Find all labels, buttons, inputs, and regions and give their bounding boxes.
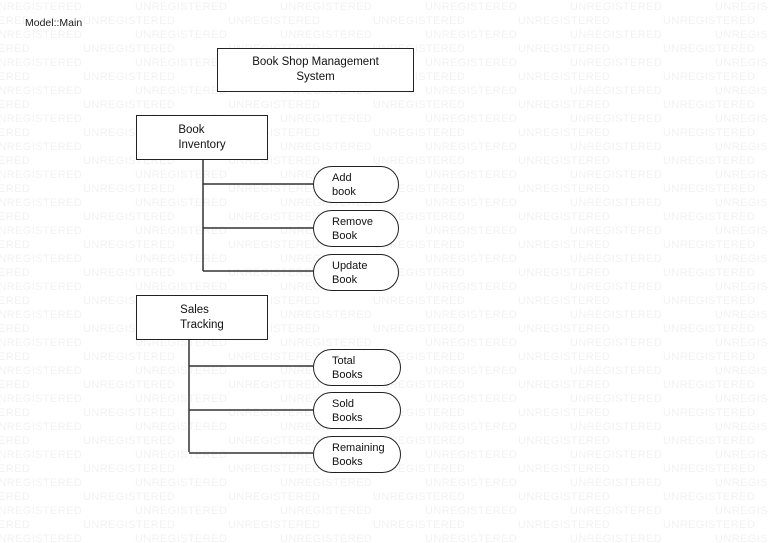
node-remaining-books[interactable]: Remaining Books [313,436,401,473]
node-book-inventory[interactable]: Book Inventory [136,115,268,160]
node-add-book-label: Add book [332,171,356,198]
node-remove-book-label: Remove Book [332,215,373,242]
node-root-label: Book Shop Management System [252,56,379,83]
node-update-book-label: Update Book [332,259,368,286]
node-total-books-label: Total Books [332,354,363,381]
node-total-books[interactable]: Total Books [313,349,401,386]
node-add-book[interactable]: Add book [313,166,399,203]
node-book-inventory-label: Book Inventory [178,123,226,151]
node-sold-books[interactable]: Sold Books [313,392,401,429]
node-root[interactable]: Book Shop Management System [217,48,414,92]
model-label: Model::Main [25,17,83,29]
node-update-book[interactable]: Update Book [313,254,399,291]
node-remove-book[interactable]: Remove Book [313,210,399,247]
node-sales-tracking[interactable]: Sales Tracking [136,295,268,340]
node-remaining-books-label: Remaining Books [332,441,385,468]
node-sold-books-label: Sold Books [332,397,363,424]
node-sales-tracking-label: Sales Tracking [180,303,224,331]
